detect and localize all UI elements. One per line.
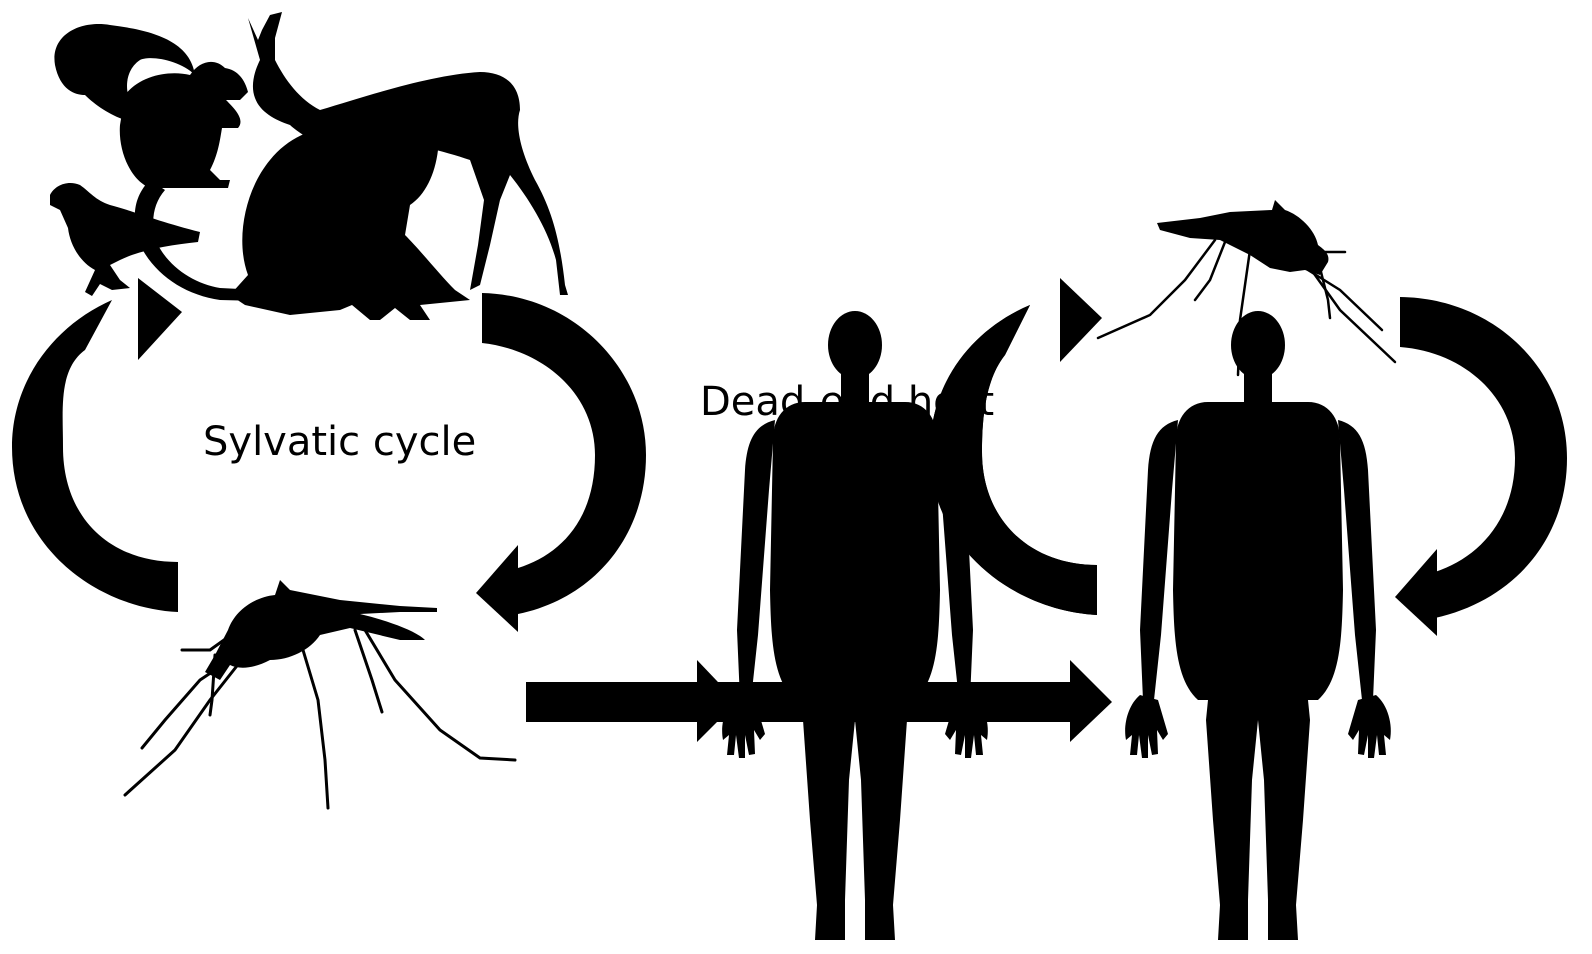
urban-human-icon <box>1125 311 1391 940</box>
sylvatic-mosquito-icon <box>125 580 515 808</box>
wild-animals-silhouette-icon <box>50 12 568 320</box>
sylvatic-cycle-right-arrow <box>476 293 646 632</box>
urban-cycle-right-arrow <box>1395 297 1567 636</box>
sylvatic-cycle-label: Sylvatic cycle <box>203 419 476 465</box>
sylvatic-cycle-left-arrow <box>12 278 182 612</box>
